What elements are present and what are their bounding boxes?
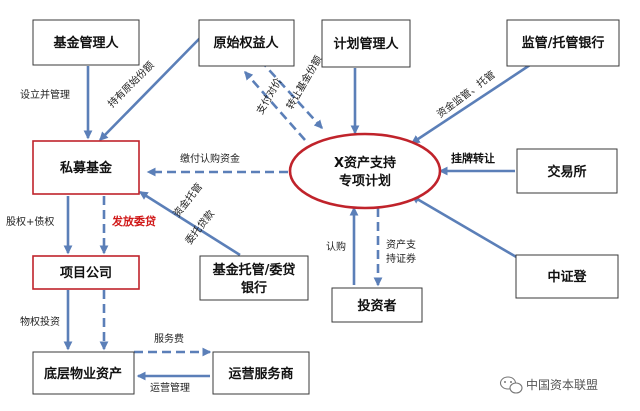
svg-text:投资者: 投资者 [357,298,396,314]
svg-text:项目公司: 项目公司 [60,266,112,281]
node-special-plan: X资产支持 专项计划 [288,132,442,210]
node-project-company: 项目公司 [32,255,140,290]
label-abs-securities-1: 资产支 [386,238,416,251]
node-supervisor-bank: 监管/托管银行 [506,19,620,67]
svg-text:基金管理人: 基金管理人 [52,35,119,51]
label-issue-loan: 发放委贷 [111,214,156,228]
edge-custodian-to-private-fund [138,190,241,257]
wechat-icon [499,376,523,394]
node-fund-manager: 基金管理人 [32,19,140,66]
svg-text:底层物业资产: 底层物业资产 [44,366,122,382]
label-fund-custody: 资金托管 [170,180,205,220]
svg-text:交易所: 交易所 [547,164,586,180]
watermark-text: 中国资本联盟 [526,377,598,392]
label-hold-original-share: 持有原始份额 [105,59,157,111]
svg-text:基金托管/委贷: 基金托管/委贷 [212,262,296,278]
node-property-assets: 底层物业资产 [32,351,135,395]
label-abs-securities-2: 持证券 [386,252,416,265]
edge-bank-to-plan [410,63,531,145]
node-custodian-bank: 基金托管/委贷 银行 [199,255,309,301]
label-listing-transfer: 挂牌转让 [451,151,495,165]
label-equity-debt: 股权+债权 [6,215,54,228]
label-service-fee: 服务费 [154,332,184,345]
node-private-fund: 私募基金 [32,140,140,195]
svg-text:运营服务商: 运营服务商 [228,366,293,382]
node-exchange: 交易所 [516,148,618,194]
svg-text:原始权益人: 原始权益人 [213,35,279,51]
node-investor: 投资者 [331,287,423,323]
edge-plan-pay-to-owner [244,71,306,141]
label-entrusted-loan: 委托贷款 [182,207,217,247]
watermark: 中国资本联盟 [499,376,598,394]
edge-owner-to-private-fund [99,37,201,141]
label-subscribe: 认购 [326,240,346,253]
svg-text:X资产支持: X资产支持 [334,155,396,171]
svg-text:专项计划: 专项计划 [339,173,391,189]
svg-text:计划管理人: 计划管理人 [333,36,399,52]
node-plan-manager: 计划管理人 [321,19,411,68]
svg-text:中证登: 中证登 [547,269,587,285]
svg-text:监管/托管银行: 监管/托管银行 [522,35,605,51]
node-csdc: 中证登 [515,254,619,299]
svg-text:私募基金: 私募基金 [60,160,113,176]
edge-owner-transfer-to-plan [259,59,323,129]
edge-csdc-to-plan [410,194,531,267]
label-operation-management: 运营管理 [150,381,190,394]
label-pay-subscription: 缴付认购资金 [180,152,240,165]
node-original-owner: 原始权益人 [198,19,295,67]
label-property-investment: 物权投资 [20,315,60,328]
label-setup-manage: 设立并管理 [20,88,70,101]
node-operator: 运营服务商 [212,351,310,395]
label-pay-consideration: 支付对价 [253,75,284,116]
svg-text:银行: 银行 [241,280,267,296]
